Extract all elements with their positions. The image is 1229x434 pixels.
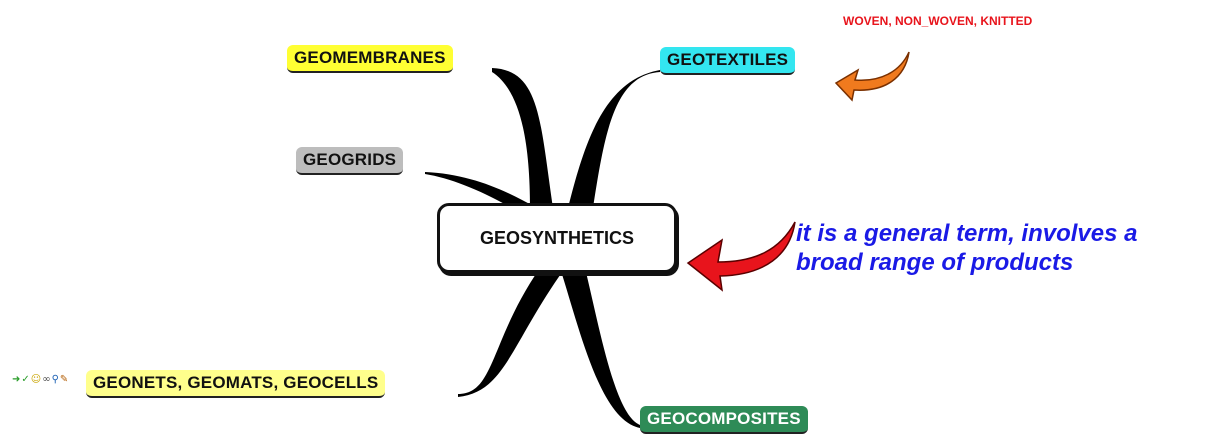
node-geogrids[interactable]: GEOGRIDS	[296, 147, 404, 175]
orange-arrow-icon	[834, 51, 910, 102]
node-geomembranes[interactable]: GEOMEMBRANES	[287, 45, 453, 73]
branch-geogrids	[425, 172, 535, 208]
check-icon[interactable]: ✓	[21, 374, 30, 385]
branch-geocomposites	[560, 268, 640, 428]
branch-geomembranes	[492, 68, 553, 208]
definition-note-line-1: it is a general term, involves a	[796, 220, 1138, 247]
central-topic[interactable]: GEOSYNTHETICS	[437, 203, 677, 273]
smiley-icon[interactable]: ☺	[30, 374, 42, 385]
branch-connectors	[425, 68, 660, 428]
node-toolbar: ➜ ✓ ☺ ∞ ⚲ ✎	[12, 375, 68, 385]
node-geonets-geomats-geocells[interactable]: GEONETS, GEOMATS, GEOCELLS	[86, 370, 386, 398]
branch-geonets	[458, 268, 565, 397]
node-geocomposites[interactable]: GEOCOMPOSITES	[640, 406, 808, 434]
link-icon[interactable]: ∞	[42, 374, 51, 385]
branch-geotextiles	[568, 70, 660, 208]
definition-note-line-2: broad range of products	[796, 249, 1074, 276]
red-arrow-icon	[686, 221, 796, 292]
node-geotextiles[interactable]: GEOTEXTILES	[660, 47, 796, 75]
geotextiles-types-note: WOVEN, NON_WOVEN, KNITTED	[843, 14, 1033, 28]
central-topic-label: GEOSYNTHETICS	[479, 227, 635, 248]
magnifier-icon[interactable]: ⚲	[51, 374, 59, 385]
definition-note: it is a general term, involves a broad r…	[796, 219, 1137, 277]
edit-icon[interactable]: ✎	[59, 374, 69, 385]
arrow-right-icon[interactable]: ➜	[12, 374, 21, 385]
